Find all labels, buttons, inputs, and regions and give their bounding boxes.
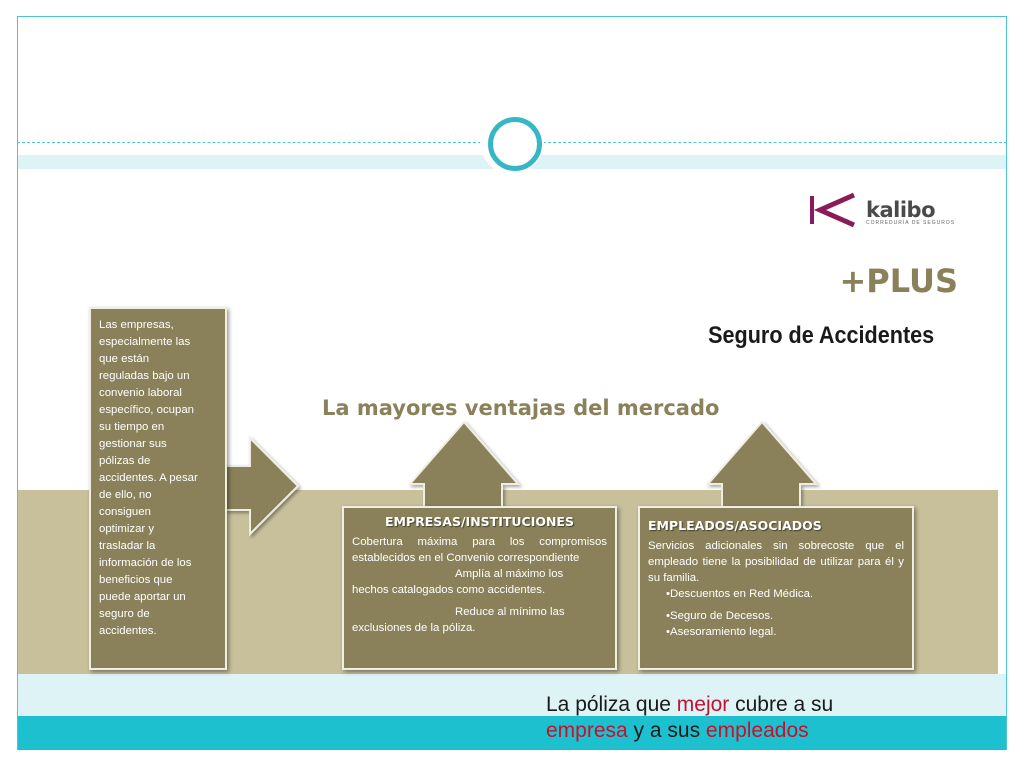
empresas-reduce-text: Reduce al mínimo las xyxy=(455,606,565,618)
intro-line: convenio laboral xyxy=(99,387,182,399)
empleados-services-text: Servicios adicionales sin sobrecoste que… xyxy=(648,540,904,584)
intro-text-box: Las empresas, especialmente las que está… xyxy=(89,307,227,670)
intro-line: accidentes. A pesar xyxy=(99,472,198,484)
intro-line: puede aportar un xyxy=(99,591,186,603)
page-subtitle: Seguro de Accidentes xyxy=(707,322,934,349)
intro-line: que están xyxy=(99,353,150,365)
empresas-card-title: EMPRESAS/INSTITUCIONES xyxy=(385,514,574,529)
empleados-card: EMPLEADOS/ASOCIADOS Servicios adicionale… xyxy=(638,506,914,670)
footer-tagline: La póliza que mejor cubre a su empresa y… xyxy=(546,692,833,744)
footer-text: cubre a su xyxy=(729,693,834,716)
intro-line: beneficios que xyxy=(99,574,173,586)
empresas-coverage-text: Cobertura máxima para los compromisos es… xyxy=(352,536,607,564)
intro-line: optimizar y xyxy=(99,523,155,535)
benefit-item: •Asesoramiento legal. xyxy=(666,626,777,638)
circle-ring-icon xyxy=(488,117,542,171)
section-heading: La mayores ventajas del mercado xyxy=(322,396,720,420)
footer-highlight: mejor xyxy=(676,693,730,716)
intro-line: Las empresas, xyxy=(99,319,174,331)
footer-text: La póliza que xyxy=(546,693,677,716)
footer-highlight: empleados xyxy=(705,719,809,742)
benefit-item: •Seguro de Decesos. xyxy=(666,610,774,622)
empresas-card: EMPRESAS/INSTITUCIONES Cobertura máxima … xyxy=(342,506,617,670)
empresas-extend-text: Amplía al máximo los xyxy=(455,568,564,580)
intro-line: trasladar la xyxy=(99,540,156,552)
footer-highlight: empresa xyxy=(546,719,628,742)
empleados-card-title: EMPLEADOS/ASOCIADOS xyxy=(648,518,822,533)
intro-line: de ello, no xyxy=(99,489,152,501)
brand-suffix: +PLUS xyxy=(839,262,958,300)
bottom-light-band xyxy=(18,674,1006,716)
benefit-item: •Descuentos en Red Médica. xyxy=(666,588,814,600)
logo-wordmark: kalibo xyxy=(866,198,936,222)
bottom-teal-band xyxy=(18,716,1006,750)
intro-line: accidentes. xyxy=(99,625,157,637)
intro-line: específico, ocupan xyxy=(99,404,194,416)
intro-line: gestionar sus xyxy=(99,438,167,450)
intro-line: consiguen xyxy=(99,506,151,518)
intro-line: reguladas bajo un xyxy=(99,370,190,382)
intro-line: su tiempo en xyxy=(99,421,165,433)
intro-line: pólizas de xyxy=(99,455,151,467)
empresas-extend-text-cont: hechos catalogados como accidentes. xyxy=(352,584,546,596)
intro-line: información de los xyxy=(99,557,192,569)
footer-line-2: empresa y a sus empleados xyxy=(546,718,833,744)
intro-line: seguro de xyxy=(99,608,150,620)
footer-line-1: La póliza que mejor cubre a su xyxy=(546,692,833,718)
kalibo-logo xyxy=(810,192,856,228)
empresas-reduce-text-cont: exclusiones de la póliza. xyxy=(352,622,476,634)
logo-tagline: CORREDURÍA DE SEGUROS xyxy=(866,220,956,226)
footer-text: y a sus xyxy=(627,719,706,742)
intro-line: especialmente las xyxy=(99,336,191,348)
